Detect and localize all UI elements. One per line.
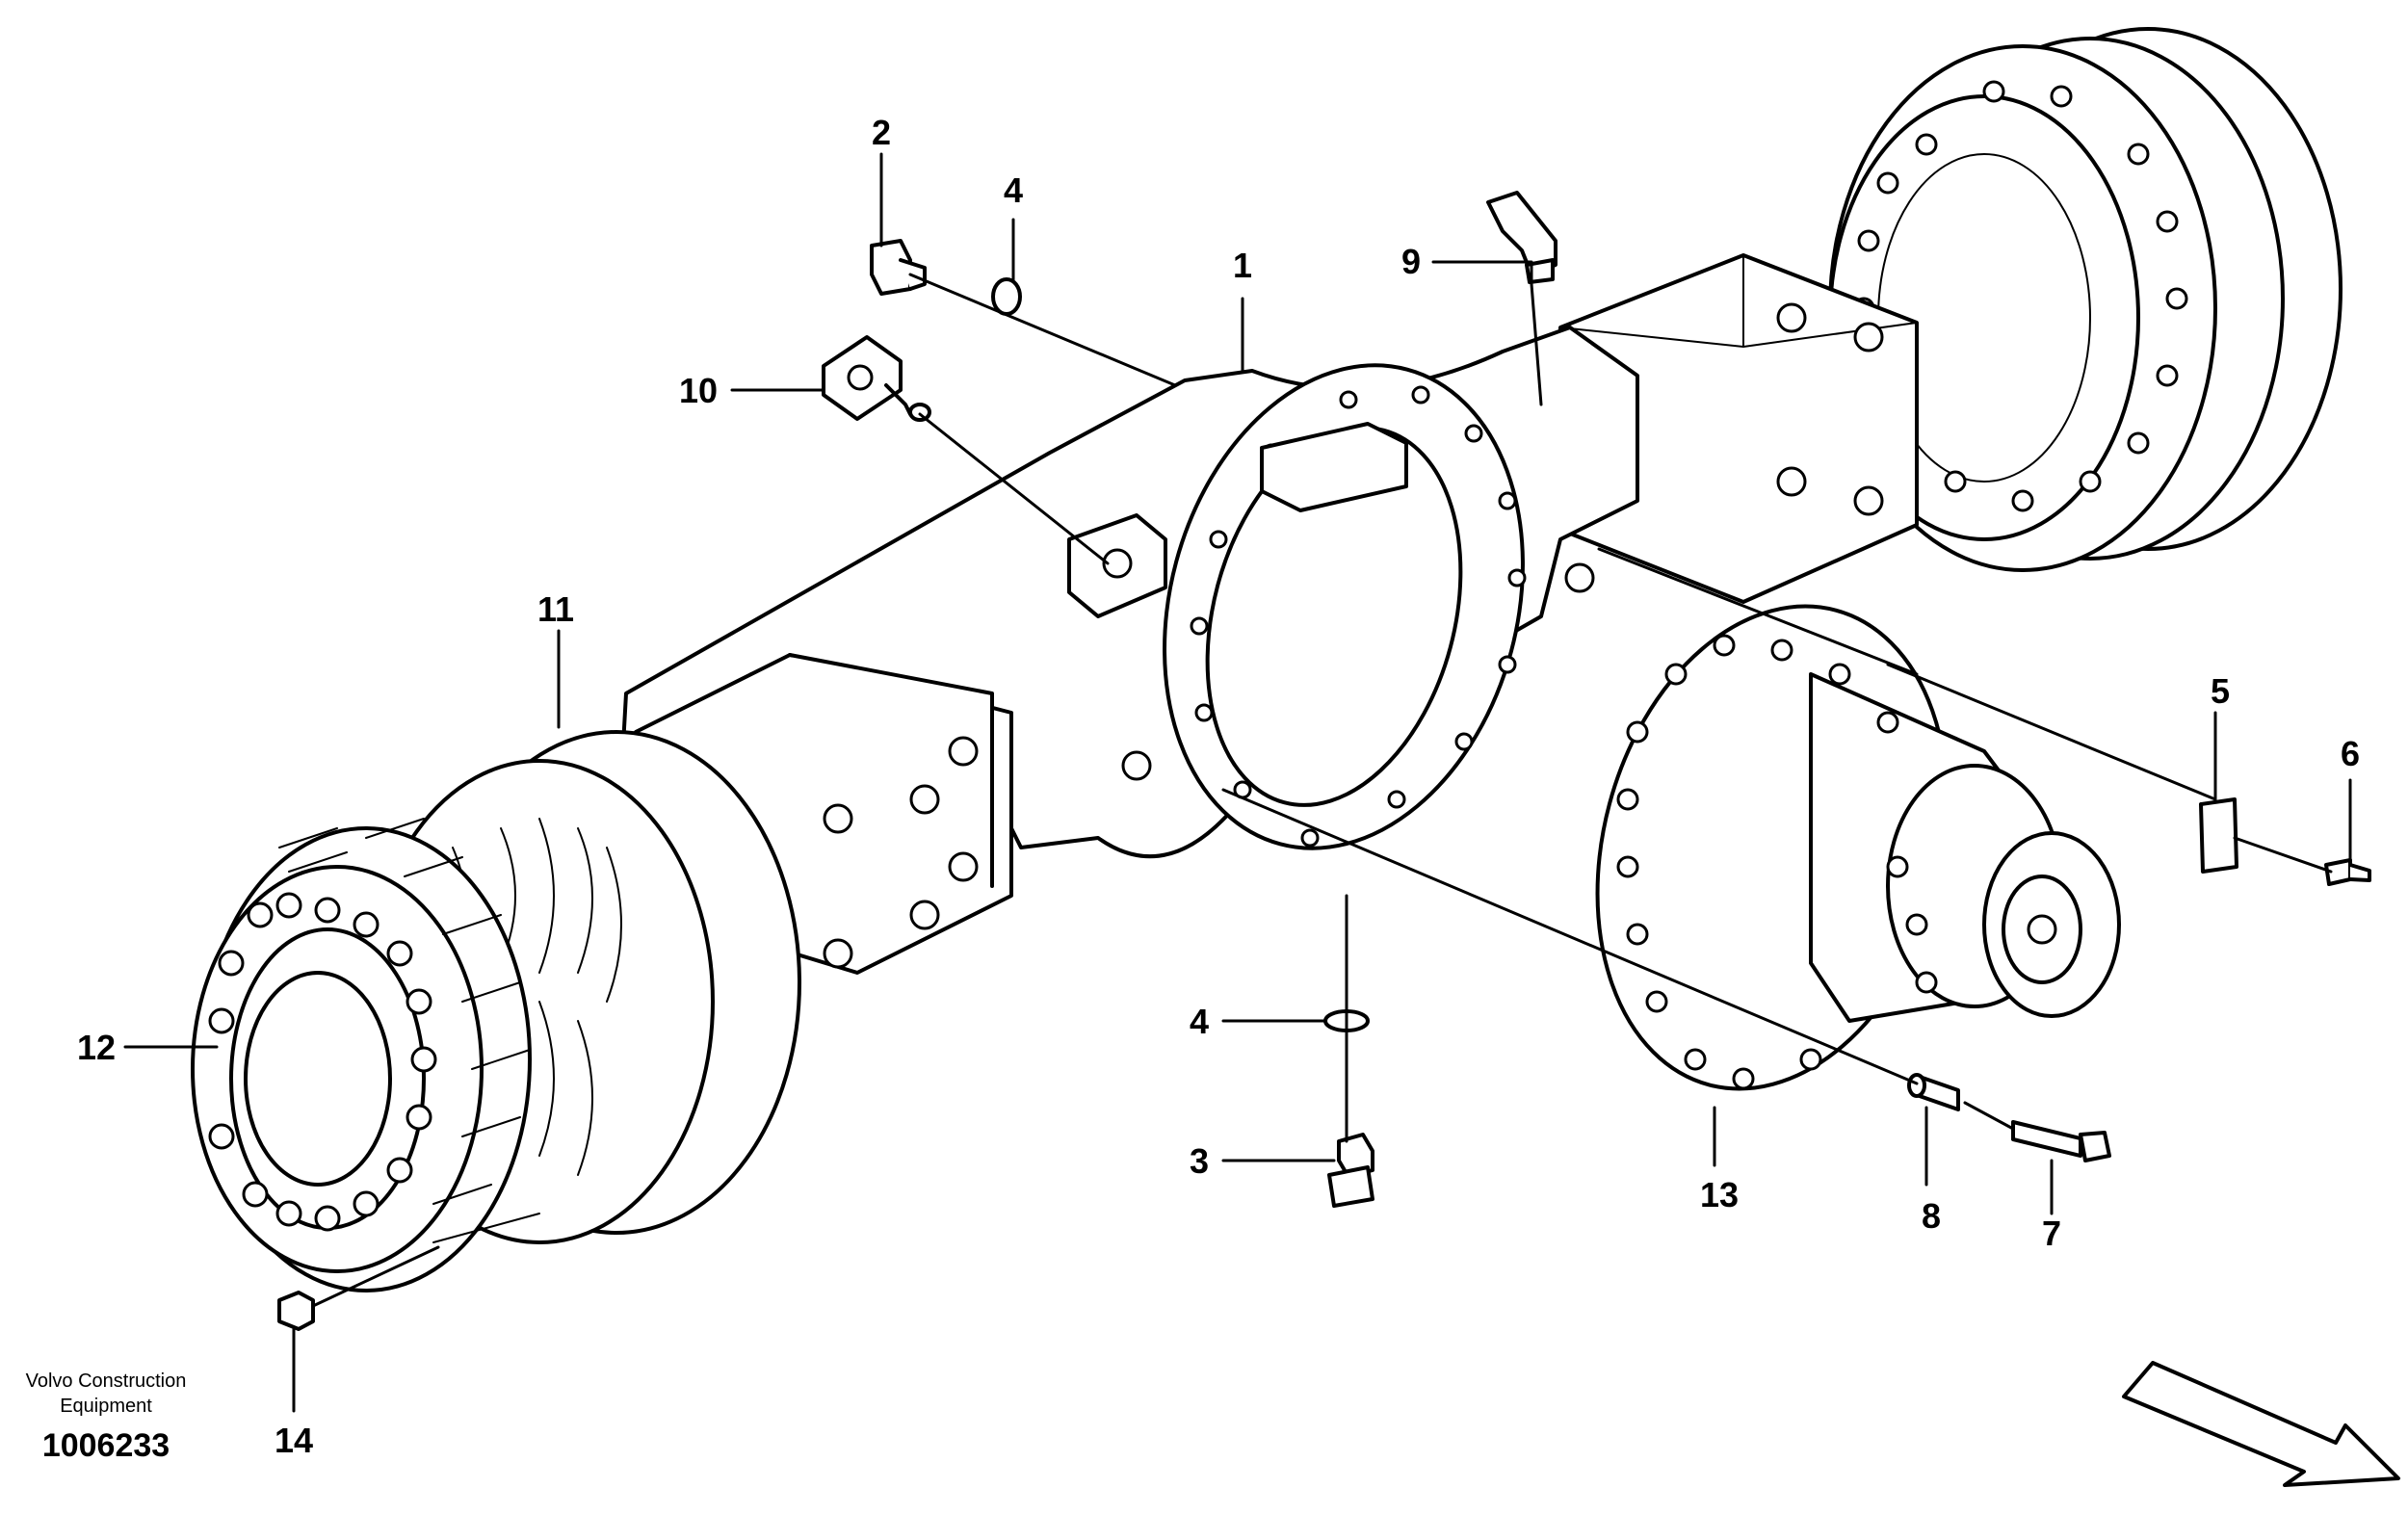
left-wheel-hub (191, 818, 540, 1292)
label-4-bottom: 4 (1190, 1002, 1209, 1041)
sensor (822, 335, 931, 422)
label-4-top: 4 (1004, 170, 1023, 210)
label-9: 9 (1401, 242, 1421, 281)
label-6: 6 (2341, 734, 2360, 773)
differential-carrier (1595, 604, 2121, 1091)
leader-lines (123, 152, 2352, 1413)
label-11: 11 (537, 589, 574, 629)
drawing-number: 1006233 (42, 1427, 170, 1464)
elbow-fitting (1486, 191, 1557, 284)
axle-housing (615, 253, 1919, 975)
label-7: 7 (2042, 1214, 2061, 1253)
label-2: 2 (872, 113, 891, 152)
label-13: 13 (1700, 1175, 1739, 1214)
plate (2199, 797, 2238, 874)
label-3: 3 (1190, 1141, 1209, 1181)
label-1: 1 (1233, 246, 1252, 285)
plug-top (870, 239, 927, 296)
drain-plug-bottom (1327, 1133, 1374, 1208)
direction-arrow-icon (2122, 1361, 2400, 1487)
label-8: 8 (1922, 1196, 1941, 1236)
label-14: 14 (275, 1421, 313, 1460)
o-ring-top (991, 277, 1022, 316)
label-5: 5 (2211, 671, 2230, 711)
wheel-nut (277, 1291, 315, 1331)
company-line-1: Volvo Construction (26, 1370, 187, 1392)
screw (2324, 858, 2371, 886)
label-12: 12 (77, 1028, 116, 1067)
label-10: 10 (679, 371, 718, 410)
bolt (2011, 1120, 2111, 1162)
company-line-2: Equipment (60, 1396, 152, 1417)
sleeve (1907, 1073, 1960, 1111)
